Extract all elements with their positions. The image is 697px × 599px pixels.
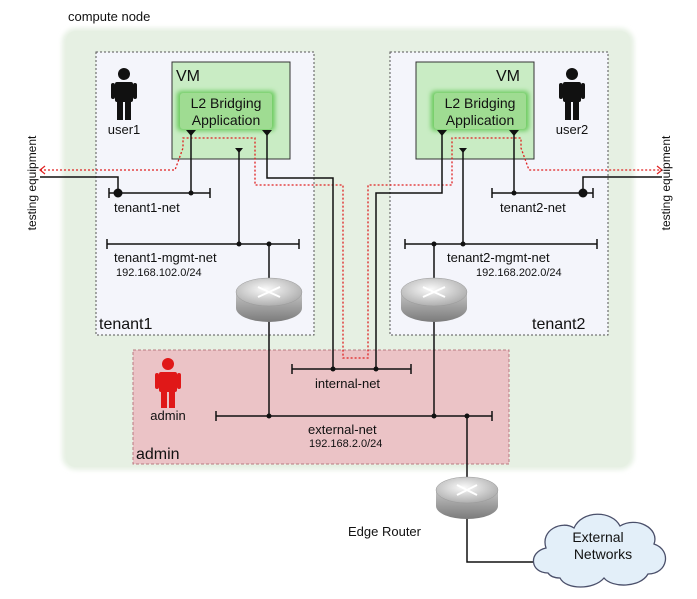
external-networks-cloud-icon [532,513,666,588]
tenant2-label: tenant2 [532,316,585,333]
tenant1-router-icon [235,277,303,322]
tenant2-mgmt-subnet: 192.168.202.0/24 [476,267,562,279]
external-networks-line1: External [572,529,623,545]
tenant2-app-line2: Application [446,112,515,128]
tenant1-vm-label: VM [176,68,200,85]
admin-user-icon [155,358,181,408]
tenant2-testing-link [582,176,662,193]
tenant2-mgmt-net-label: tenant2-mgmt-net [447,250,550,265]
user1-label: user1 [108,122,141,137]
tenant1-app-line1: L2 Bridging [191,95,262,111]
tenant1-mgmt-subnet: 192.168.102.0/24 [116,267,202,279]
edge-router-label: Edge Router [348,524,422,539]
tenant2-app-box [434,93,526,129]
tenant2-app-line1: L2 Bridging [445,95,516,111]
tenant1-net-label: tenant1-net [114,200,180,215]
tenant1-testing-link [40,176,119,193]
tenant1-app-box [180,93,272,129]
tenant1-label: tenant1 [99,316,152,333]
user2-icon [559,68,585,120]
packet-trace [40,137,662,359]
compute-node-label: compute node [68,9,150,24]
user1-icon [111,68,137,120]
external-subnet-label: 192.168.2.0/24 [309,438,382,450]
tenant2-vm-label: VM [496,68,520,85]
tenant2-net-label: tenant2-net [500,200,566,215]
internal-net-label: internal-net [315,376,380,391]
admin-user-label: admin [150,408,185,423]
tenant1-mgmt-net-label: tenant1-mgmt-net [114,250,217,265]
testing-equipment-left-label: testing equipment [25,135,39,230]
testing-equipment-right-label: testing equipment [659,135,673,230]
user2-label: user2 [556,122,589,137]
tenant1-app-line2: Application [192,112,261,128]
edge-router-icon [435,476,499,519]
tenant2-router-icon [400,277,468,322]
admin-label: admin [136,446,180,463]
external-net-label: external-net [308,422,377,437]
external-networks-line2: Networks [574,546,632,562]
